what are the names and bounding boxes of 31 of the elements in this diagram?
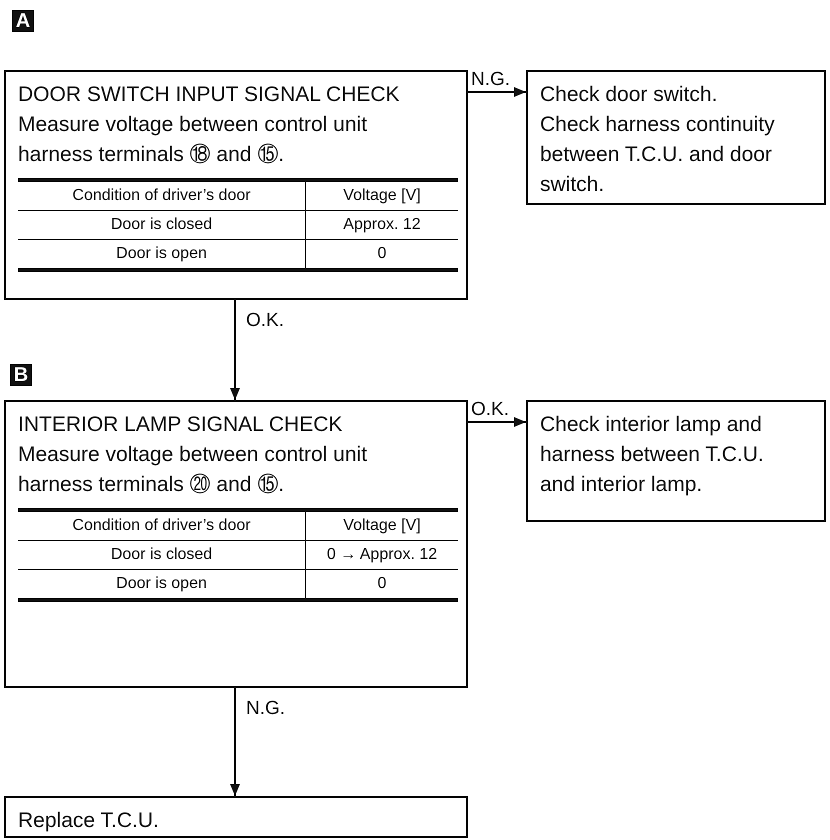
table-cell-text: Door is closed [110, 215, 214, 235]
table-cell-text: Approx. 12 [342, 215, 422, 235]
column-header: Voltage [V] [342, 186, 422, 206]
table-cell-text: Door is closed [110, 545, 214, 565]
step-heading: DOOR SWITCH INPUT SIGNAL CHECK [18, 82, 400, 108]
check-step-box [4, 400, 468, 688]
check-step-box [4, 70, 468, 300]
action-box [526, 70, 826, 205]
table-cell-text: 0 → Approx. 12 [326, 545, 438, 565]
table-cell-text: Door is open [115, 244, 208, 264]
action-box [526, 400, 826, 522]
action-box [4, 796, 468, 838]
table-cell-text: 0 [376, 244, 388, 264]
arrow [468, 87, 526, 97]
instruction-text: Check interior lamp and harness between T.C.U. and interior lamp. [540, 412, 765, 498]
instruction-text: Measure voltage between control unit harness terminals ⑱ and ⑮. [18, 112, 368, 168]
instruction-text: Measure voltage between control unit harness terminals ⑳ and ⑮. [18, 442, 368, 498]
instruction-text: Check door switch. [540, 82, 718, 108]
arrow [230, 688, 240, 796]
instruction-text: Replace T.C.U. [18, 808, 159, 834]
table-cell-text: Door is open [115, 574, 208, 594]
column-header: Condition of driver’s door [71, 186, 252, 206]
step-marker: B [10, 364, 32, 386]
column-header: Voltage [V] [342, 516, 422, 536]
arrow [468, 417, 526, 427]
instruction-text: Check harness continuity between T.C.U. and door switch. [540, 112, 776, 198]
table-cell-text: 0 [376, 574, 388, 594]
arrow [230, 300, 240, 400]
step-marker: A [12, 10, 34, 32]
step-heading: INTERIOR LAMP SIGNAL CHECK [18, 412, 342, 438]
column-header: Condition of driver’s door [71, 516, 252, 536]
